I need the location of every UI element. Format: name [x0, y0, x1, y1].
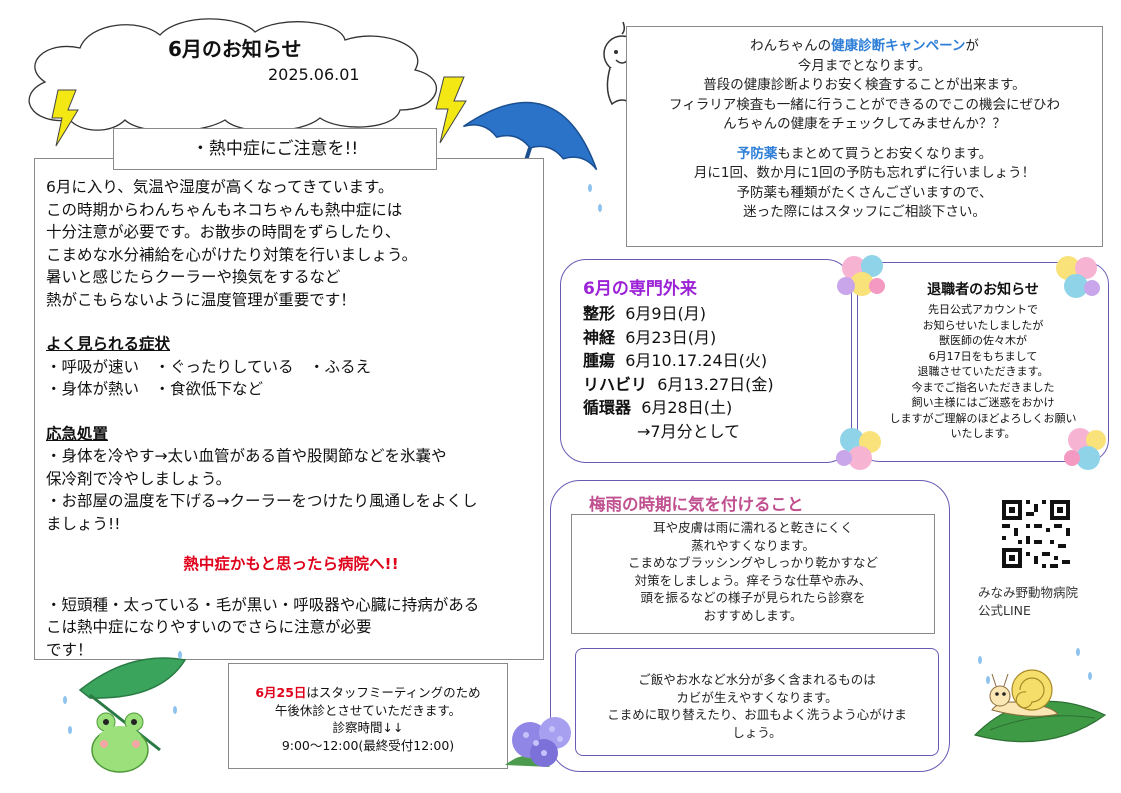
clinic-dept: リハビリ: [583, 374, 648, 394]
clinic-row: 腫瘍 6月10.17.24日(火): [583, 349, 774, 373]
retirement-line: 今までご指名いただきました: [911, 380, 1055, 394]
retirement-line: 退職させていただきます。: [917, 365, 1049, 378]
line-account-label: 公式LINE: [978, 603, 1031, 618]
campaign-text: が: [965, 38, 979, 54]
heatstroke-intro-line: 暑いと感じたらクーラーや換気をするなど: [46, 268, 341, 286]
retirement-panel: 退職者のお知らせ 先日公式アカウントで お知らせいたしましたが 獣医師の佐々木が…: [857, 262, 1109, 462]
notice-hours: 9:00〜12:00(最終受付12:00): [281, 737, 455, 753]
retirement-title: 退職者のお知らせ: [927, 282, 1039, 298]
staff-notice: 6月25日はスタッフミーティングのため 午後休診とさせていただきます。 診察時間…: [228, 663, 508, 769]
prevention-line: 月に1回、数か月に1回の予防も忘れずに行いましょう！: [693, 165, 1036, 181]
first-aid-line: ・身体を冷やす→太い血管がある首や股関節などを氷嚢や: [46, 447, 447, 465]
rainy-tip-line: 耳や皮膚は雨に濡れると乾きにくく: [653, 520, 853, 535]
heatstroke-title: ・熱中症にご注意を!!: [113, 128, 437, 170]
retirement-line: 飼い主様にはご迷惑をおかけ: [911, 396, 1055, 409]
notice-text: はスタッフミーティングのため: [306, 685, 481, 700]
heatstroke-intro-line: こまめな水分補給を心がけたり対策を行いましょう。: [46, 245, 418, 264]
first-aid-line: ・お部屋の温度を下げる→クーラーをつけたり風通しをよくし: [46, 492, 478, 510]
snail-illustration: [973, 648, 1107, 743]
clinic-title: 6月の専門外来: [583, 279, 697, 299]
clinic-dates: 6月23日(月): [625, 327, 717, 347]
clinic-dept: 整形: [583, 304, 616, 323]
heatstroke-intro-line: 6月に入り、気温や湿度が高くなってきています。: [46, 178, 394, 196]
rainy-tip-line: カビが生えやすくなります。: [676, 689, 838, 705]
notice-date: 6月25日: [255, 685, 307, 700]
heatstroke-body: 6月に入り、気温や湿度が高くなってきています。 この時期からわんちゃんもネコちゃ…: [46, 176, 536, 661]
rainy-tip-line: 頭を振るなどの様子が見られたら診察を: [640, 590, 866, 605]
first-aid-line: ましょう!!: [46, 514, 121, 533]
clinic-dates: 6月28日(土): [641, 398, 733, 417]
prevention-line: 迷った際にはスタッフにご相談下さい。: [743, 204, 986, 220]
rainy-tip-line: 蒸れやすくなります。: [691, 537, 815, 553]
symptoms-line: ・身体が熱い ・食欲低下など: [46, 380, 264, 398]
heatstroke-panel: [34, 158, 544, 660]
risk-line: です！: [46, 640, 93, 659]
symptoms-heading: よく見られる症状: [46, 335, 171, 353]
campaign-text: わんちゃんの: [750, 38, 832, 54]
flower-decoration-icon: [1056, 256, 1100, 298]
clinic-dates: 6月9日(月): [625, 304, 707, 323]
heatstroke-intro-line: この時期からわんちゃんもネコちゃんも熱中症には: [46, 200, 403, 219]
campaign-highlight: 健康診断キャンペーン: [831, 38, 966, 54]
prevention-line: 予防薬も種類がたくさんございますので、: [736, 184, 993, 201]
retirement-line: しますがご理解のほどよろしくお願い: [889, 411, 1077, 425]
rainy-tip-box: ご飯やお水など水分が多く含まれるものは カビが生えやすくなります。 こまめに取り…: [575, 648, 939, 756]
hydrangea-icon: [505, 717, 571, 767]
campaign-text: もまとめて買うとお安くなります。: [777, 145, 993, 162]
clinic-dept: 腫瘍: [583, 351, 616, 370]
retirement-line: 先日公式アカウントで: [928, 303, 1038, 316]
flower-decoration-icon: [836, 428, 881, 470]
retirement-line: 獣医師の佐々木が: [939, 334, 1027, 347]
symptoms-line: ・呼吸が速い ・ぐったりしている ・ふるえ: [46, 357, 372, 376]
first-aid-line: 保冷剤で冷やしましょう。: [46, 469, 232, 488]
flower-decoration-icon: [1064, 428, 1106, 470]
retirement-line: お知らせいたしましたが: [922, 318, 1044, 332]
clinic-row: 整形 6月9日(月): [583, 302, 774, 326]
clinic-dates: 6月10.17.24日(火): [625, 351, 768, 370]
clinic-dates: 6月13.27日(金): [657, 374, 774, 394]
hospital-warning: 熱中症かもと思ったら病院へ!!: [183, 555, 399, 573]
clinic-dept: 神経: [583, 327, 616, 347]
campaign-line: 普段の健康診断よりお安く検査することが出来ます。: [703, 77, 1026, 93]
qr-code-icon: [1000, 498, 1072, 570]
clinic-dept: 循環器: [583, 398, 632, 417]
hospital-name: みなみ野動物病院: [978, 585, 1079, 600]
clinic-row: 神経 6月23日(月): [583, 326, 774, 350]
page-title: 6月のお知らせ: [168, 37, 302, 61]
heatstroke-intro-line: 熱がこもらないように温度管理が重要です！: [46, 290, 356, 309]
retirement-line: いたします。: [950, 427, 1016, 440]
rainy-season-title: 梅雨の時期に気を付けること: [589, 495, 804, 514]
specialist-clinic-panel: 6月の専門外来 整形 6月9日(月) 神経 6月23日(月) 腫瘍 6月10.1…: [560, 259, 852, 463]
clinic-row: リハビリ 6月13.27日(金): [583, 373, 774, 397]
health-campaign-panel: わんちゃんの健康診断キャンペーンが 今月までとなります。 普段の健康診断よりお安…: [626, 26, 1103, 247]
campaign-line: フィラリア検査も一緒に行うことができるのでこの機会にぜひわ: [669, 96, 1060, 113]
cloud-illustration: [28, 18, 437, 132]
rainy-tip-line: しょう。: [732, 724, 782, 740]
rainy-tip-line: 対策をしましょう。痒そうな仕草や赤み、: [634, 572, 872, 588]
first-aid-heading: 応急処置: [46, 424, 109, 443]
prevention-highlight: 予防薬: [736, 145, 778, 162]
clinic-row: 循環器 6月28日(土): [583, 396, 774, 420]
flower-decoration-icon: [837, 255, 885, 296]
notice-text: 診察時間↓↓: [332, 720, 404, 735]
rainy-tip-line: こまめに取り替えたり、お皿もよく洗うよう心がけま: [607, 707, 907, 722]
issue-date: 2025.06.01: [268, 65, 360, 84]
qr-caption: みなみ野動物病院 公式LINE: [978, 584, 1078, 620]
campaign-line: 今月までとなります。: [797, 57, 932, 74]
risk-line: ・短頭種・太っている・毛が黒い・呼吸器や心臓に持病がある: [46, 595, 480, 614]
heatstroke-intro-line: 十分注意が必要です。お散歩の時間をずらしたり、: [46, 223, 401, 241]
lightning-icon: [51, 89, 79, 147]
campaign-line: んちゃんの健康をチェックしてみませんか？？: [723, 116, 1006, 132]
rainy-tip-line: おすすめします。: [703, 607, 803, 623]
notice-text: 午後休診とさせていただきます。: [274, 702, 462, 718]
rainy-tip-line: こまめなブラッシングやしっかり乾かすなど: [627, 555, 878, 570]
rainy-tip-box: 耳や皮膚は雨に濡れると乾きにくく 蒸れやすくなります。 こまめなブラッシングやし…: [571, 514, 935, 634]
frog-illustration: [63, 651, 187, 773]
retirement-line: 6月17日をもちまして: [928, 349, 1038, 363]
clinic-note: →7月分として: [637, 421, 741, 441]
lightning-icon: [435, 76, 467, 144]
rainy-tip-line: ご飯やお水など水分が多く含まれるものは: [638, 672, 876, 687]
risk-line: こは熱中症になりやすいのでさらに注意が必要: [46, 618, 372, 636]
